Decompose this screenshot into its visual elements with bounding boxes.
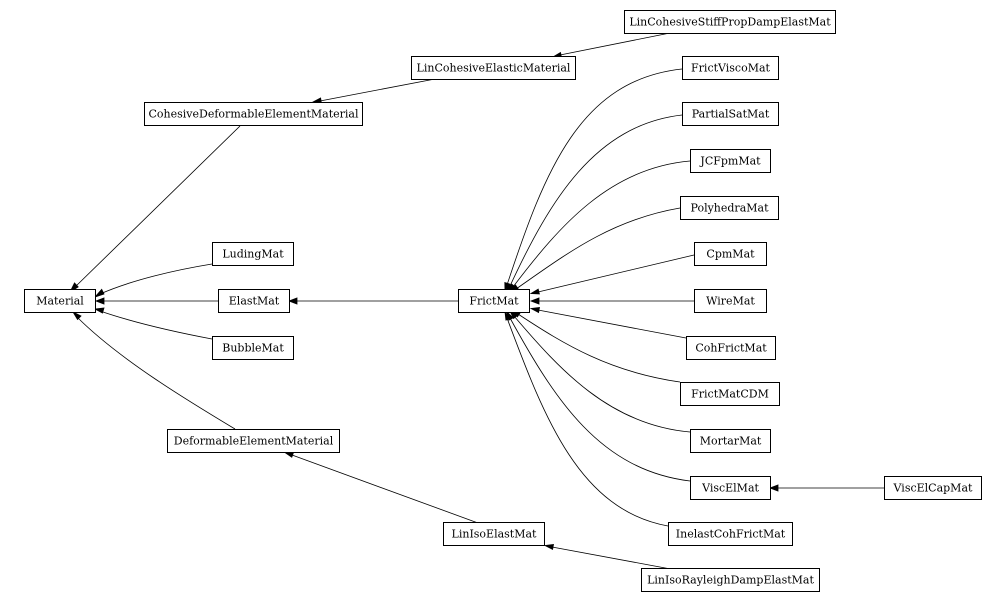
arrowhead-elast-to-material [94, 297, 105, 305]
edge-lin-iso-elast-to-deformable-element [291, 454, 479, 524]
node-mortar[interactable]: MortarMat [690, 429, 771, 453]
node-label: WireMat [706, 295, 755, 308]
arrowhead-cpm-to-frict [529, 288, 540, 295]
arrowhead-luding-to-material [93, 288, 105, 298]
edge-lin-iso-rayleigh-to-lin-iso-elast [551, 546, 677, 571]
edge-lin-cohesive-stiff-to-lin-cohesive-elastic [559, 32, 671, 56]
node-label: LinIsoElastMat [452, 528, 538, 541]
arrowhead-frict-to-elast [287, 297, 298, 305]
node-visc-el[interactable]: ViscElMat [690, 476, 771, 500]
node-material[interactable]: Material [24, 289, 96, 313]
node-lin-iso-rayleigh[interactable]: LinIsoRayleighDampElastMat [641, 568, 820, 592]
arrowhead-coh-frict-to-frict [529, 307, 540, 314]
node-visc-el-cap[interactable]: ViscElCapMat [884, 476, 982, 500]
node-partial-sat[interactable]: PartialSatMat [682, 102, 779, 126]
node-label: FrictMatCDM [691, 388, 769, 401]
arrowhead-inelast-coh-frict-to-frict [504, 310, 512, 321]
edge-frict-visco-to-frict [506, 68, 683, 286]
edge-bubble-to-material [99, 310, 213, 340]
edge-layer [69, 32, 884, 571]
arrowhead-lin-iso-rayleigh-to-lin-iso-elast [543, 544, 554, 551]
node-label: PartialSatMat [692, 108, 770, 121]
node-layer: LinCohesiveStiffPropDampElastMat LinCohe… [24, 10, 982, 592]
node-elast[interactable]: ElastMat [218, 289, 290, 313]
node-label: ViscElMat [701, 482, 759, 495]
node-label: CpmMat [706, 248, 755, 261]
arrowhead-bubble-to-material [93, 307, 105, 314]
node-label: CohesiveDeformableElementMaterial [149, 108, 359, 121]
node-label: JCFpmMat [699, 155, 761, 168]
node-label: LinIsoRayleighDampElastMat [647, 574, 814, 587]
node-label: FrictMat [469, 295, 519, 308]
node-label: LinCohesiveElasticMaterial [417, 62, 571, 75]
node-label: CohFrictMat [695, 342, 767, 355]
edge-deformable-element-to-material [76, 316, 236, 430]
node-lin-cohesive-stiff[interactable]: LinCohesiveStiffPropDampElastMat [624, 10, 836, 34]
edge-partial-sat-to-frict [509, 114, 683, 287]
edge-polyhedra-to-frict [515, 207, 681, 290]
arrowhead-visc-el-cap-to-visc-el [768, 484, 779, 492]
node-label: LudingMat [222, 248, 284, 261]
edge-cpm-to-frict [537, 254, 695, 293]
edge-jcfpm-to-frict [512, 160, 691, 288]
edge-visc-el-to-frict [509, 317, 691, 482]
node-cpm[interactable]: CpmMat [694, 242, 767, 266]
node-label: LinCohesiveStiffPropDampElastMat [629, 16, 831, 29]
node-luding[interactable]: LudingMat [212, 242, 294, 266]
node-label: Material [36, 295, 84, 308]
arrowhead-wire-to-frict [529, 297, 540, 305]
node-label: ViscElCapMat [893, 482, 973, 495]
node-frict[interactable]: FrictMat [458, 289, 530, 313]
node-coh-frict[interactable]: CohFrictMat [686, 336, 776, 360]
node-label: DeformableElementMaterial [174, 435, 334, 448]
node-inelast-coh-frict[interactable]: InelastCohFrictMat [668, 522, 793, 546]
node-deformable-element[interactable]: DeformableElementMaterial [167, 429, 340, 453]
edge-frict-cdm-to-frict [517, 313, 681, 383]
node-label: BubbleMat [222, 342, 284, 355]
node-label: PolyhedraMat [690, 202, 769, 215]
node-lin-iso-elast[interactable]: LinIsoElastMat [443, 522, 545, 546]
node-polyhedra[interactable]: PolyhedraMat [680, 196, 779, 220]
edge-mortar-to-frict [513, 315, 691, 433]
edge-coh-frict-to-frict [537, 309, 687, 339]
node-cohesive-deformable[interactable]: CohesiveDeformableElementMaterial [144, 102, 363, 126]
node-bubble[interactable]: BubbleMat [212, 336, 294, 360]
node-frict-visco[interactable]: FrictViscoMat [682, 56, 779, 80]
edge-inelast-coh-frict-to-frict [506, 317, 669, 527]
node-label: FrictViscoMat [691, 62, 771, 75]
node-label: InelastCohFrictMat [676, 528, 786, 541]
node-lin-cohesive-elastic[interactable]: LinCohesiveElasticMaterial [411, 56, 576, 80]
node-jcfpm[interactable]: JCFpmMat [690, 149, 771, 173]
arrowhead-lin-iso-elast-to-deformable-element [283, 452, 295, 458]
arrowhead-deformable-element-to-material [71, 311, 82, 321]
edge-cohesive-deformable-to-material [73, 125, 241, 289]
edge-luding-to-material [99, 263, 213, 295]
node-label: ElastMat [229, 295, 280, 308]
edge-lin-cohesive-elastic-to-cohesive-deformable [319, 78, 436, 102]
node-wire[interactable]: WireMat [694, 289, 767, 313]
node-label: MortarMat [700, 435, 762, 448]
node-frict-cdm[interactable]: FrictMatCDM [680, 382, 780, 406]
